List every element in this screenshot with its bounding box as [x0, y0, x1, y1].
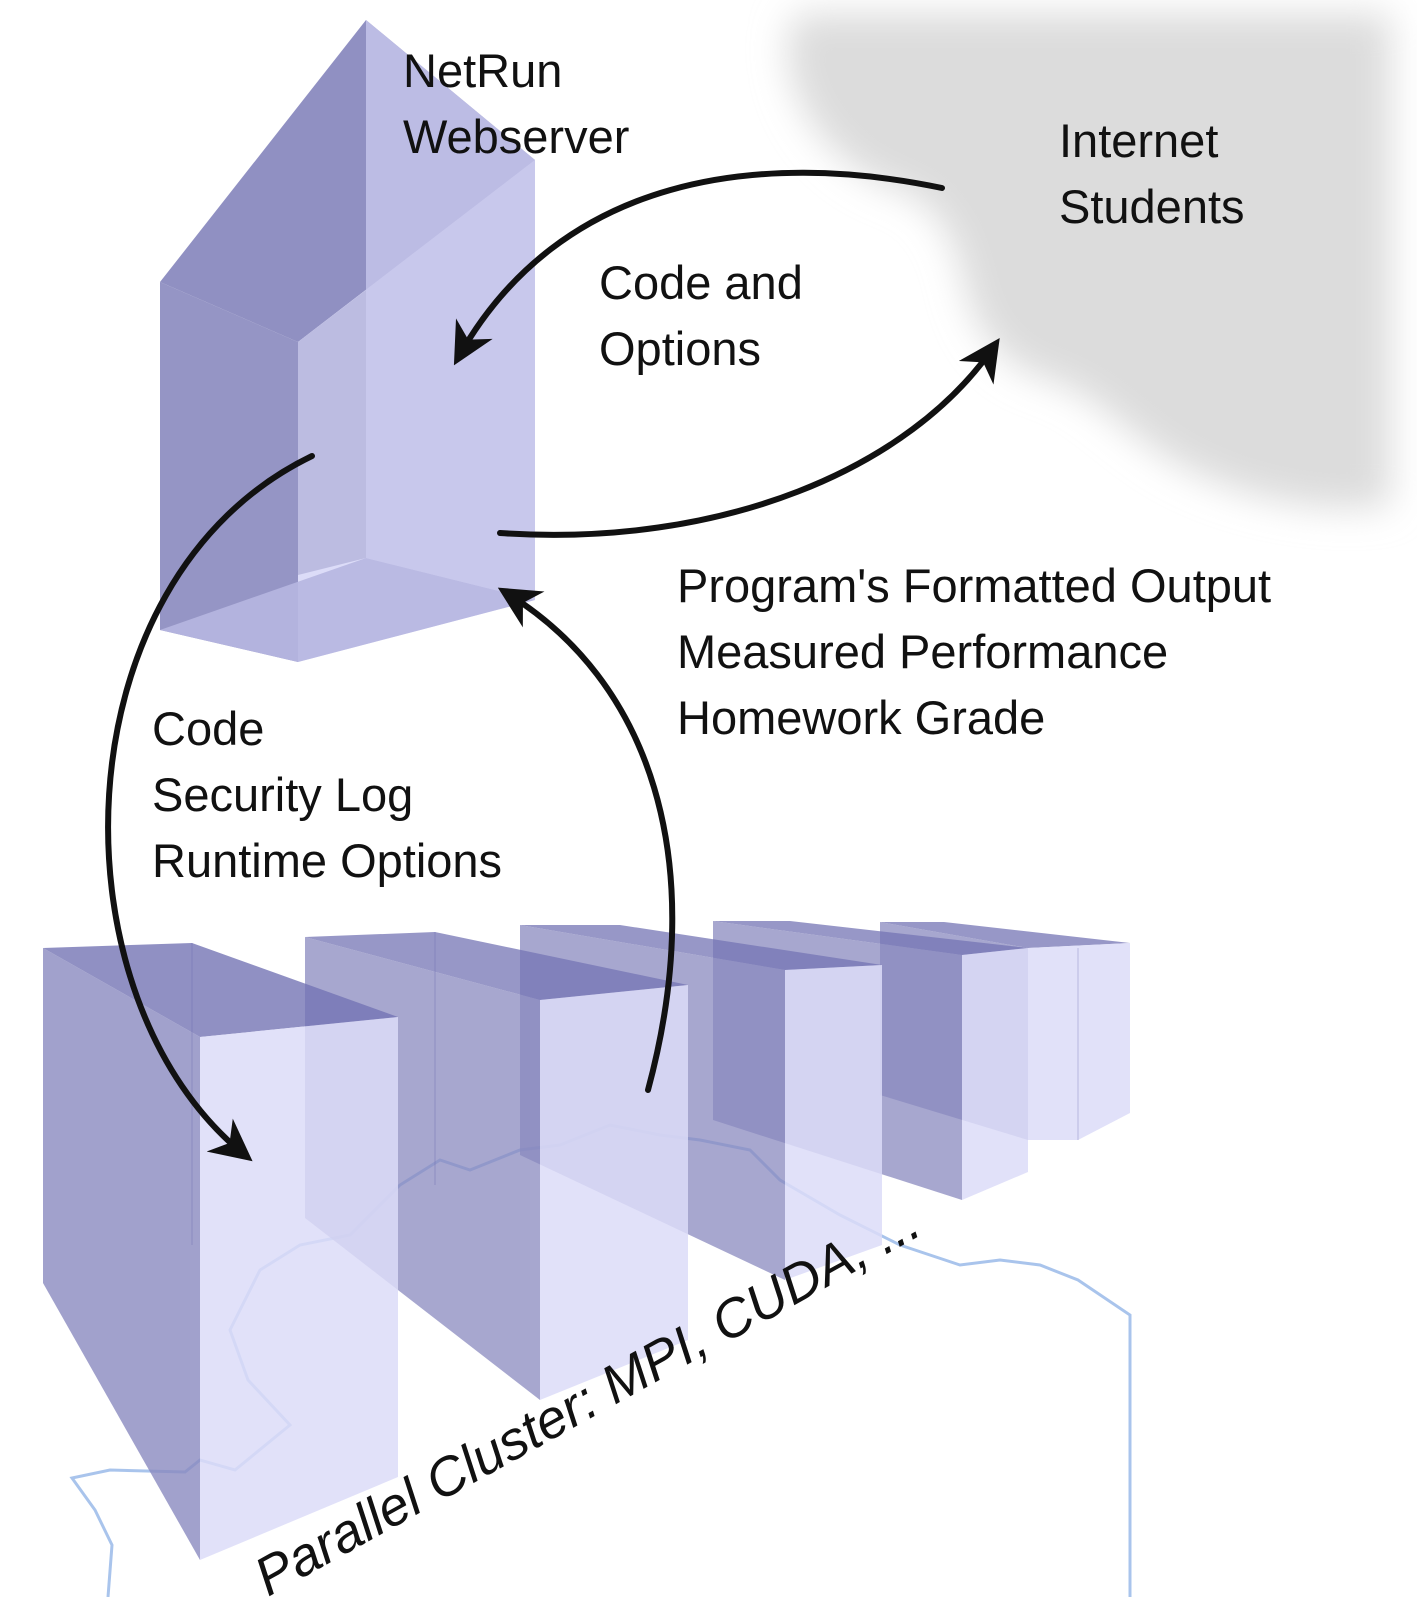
response-label-line: Homework Grade: [677, 691, 1045, 744]
internet-label-line: Internet: [1059, 114, 1218, 167]
job-label-line: Code: [152, 702, 264, 755]
request-label-line: Options: [599, 322, 761, 375]
webserver-box: [160, 20, 535, 662]
internet-label-line: Students: [1059, 180, 1245, 233]
response-label: Program's Formatted Output Measured Perf…: [677, 559, 1284, 744]
job-label: Code Security Log Runtime Options: [152, 702, 502, 887]
result-arrow: [497, 587, 676, 1093]
job-label-line: Runtime Options: [152, 834, 502, 887]
response-label-line: Measured Performance: [677, 625, 1168, 678]
response-label-line: Program's Formatted Output: [677, 559, 1271, 612]
request-arrow: [453, 169, 945, 366]
webserver-label-line: NetRun: [403, 44, 562, 97]
webserver-label: NetRun Webserver: [403, 44, 629, 163]
internet-label: Internet Students: [1059, 114, 1245, 233]
job-label-line: Security Log: [152, 768, 413, 821]
webserver-label-line: Webserver: [403, 110, 629, 163]
request-label-line: Code and: [599, 256, 803, 309]
internet-cloud: [788, 14, 1390, 509]
response-arrow: [497, 338, 1000, 538]
flow-arrows: [105, 169, 1000, 1162]
cluster-node-1: [43, 943, 398, 1560]
request-label: Code and Options: [599, 256, 816, 375]
job-arrow: [105, 453, 315, 1162]
cluster-servers: [43, 921, 1130, 1560]
